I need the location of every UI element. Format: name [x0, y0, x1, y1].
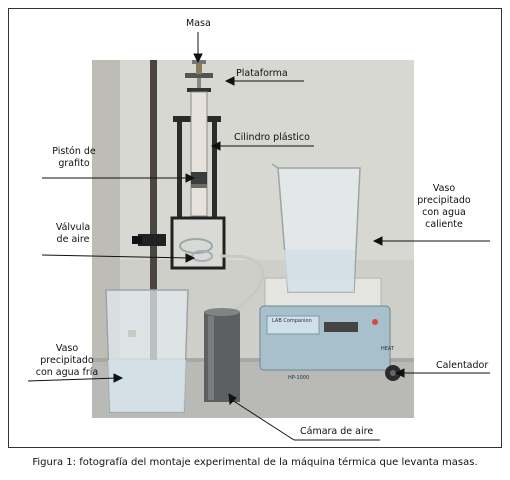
label-vaso-caliente-line3: con agua [422, 207, 466, 218]
label-valvula: Válvula de aire [38, 222, 108, 246]
label-valvula-line2: de aire [56, 234, 90, 245]
label-calentador: Calentador [436, 360, 489, 371]
label-vaso-caliente: Vaso precipitado con agua caliente [414, 183, 474, 231]
setup-photograph [92, 60, 414, 418]
label-piston-line2: grafito [58, 158, 90, 169]
device-brand: LAB Companion [272, 318, 312, 324]
label-vaso-fria-line2: precipitado [40, 355, 94, 366]
label-camara: Cámara de aire [300, 426, 374, 437]
label-vaso-caliente-line1: Vaso [432, 183, 456, 194]
label-vaso-fria-line1: Vaso [55, 343, 79, 354]
label-cilindro: Cilindro plástico [234, 132, 310, 143]
label-masa: Masa [186, 18, 211, 29]
label-piston: Pistón de grafito [34, 146, 114, 170]
leader-valvula [41, 254, 191, 259]
label-piston-line1: Pistón de [52, 146, 96, 157]
device-knob-label: HEAT [381, 346, 395, 352]
label-plataforma: Plataforma [236, 68, 288, 79]
label-vaso-caliente-line4: caliente [425, 219, 463, 230]
leader-vaso-fria [27, 377, 119, 382]
label-vaso-caliente-line2: precipitado [417, 195, 471, 206]
leader-camara [231, 399, 295, 441]
label-valvula-line1: Válvula [55, 222, 91, 233]
device-model: HP-1000 [288, 375, 310, 381]
label-vaso-fria: Vaso precipitado con agua fría [22, 343, 112, 379]
label-vaso-fria-line3: con agua fría [35, 367, 99, 378]
figure-caption: Figura 1: fotografía del montaje experim… [32, 457, 478, 468]
